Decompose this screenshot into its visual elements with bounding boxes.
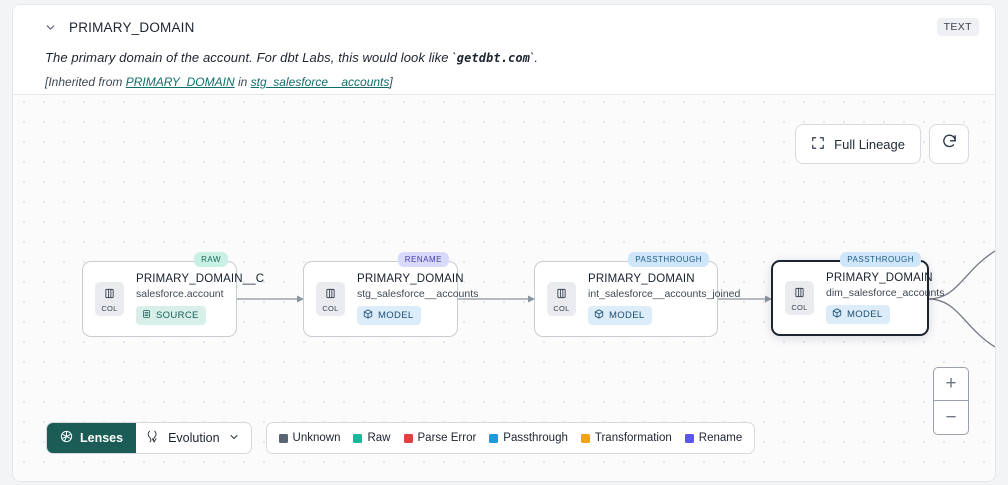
legend-item: Transformation [580, 432, 672, 444]
zoom-controls: + − [933, 367, 969, 435]
legend-label: Rename [698, 432, 743, 444]
legend-label: Raw [367, 432, 391, 444]
column-detail-card: PRIMARY_DOMAIN TEXT The primary domain o… [12, 4, 996, 482]
evolution-label: Evolution [168, 431, 220, 445]
node-kind-badge: MODEL [357, 306, 421, 325]
zoom-in-button[interactable]: + [934, 368, 968, 401]
cube-icon [594, 309, 604, 322]
column-chip: COL [547, 282, 576, 316]
lineage-legend: Unknown Raw Parse Error Passthrough [265, 422, 756, 454]
full-lineage-label: Full Lineage [834, 136, 905, 152]
status-badge: TEXT [936, 18, 979, 36]
legend-swatch [278, 433, 288, 443]
node-subtitle: stg_salesforce__accounts [357, 288, 479, 300]
legend-swatch [580, 433, 590, 443]
column-chip-label: COL [553, 303, 570, 313]
inherited-mid: in [234, 75, 251, 89]
legend-item: Passthrough [489, 432, 568, 444]
columns-icon [794, 285, 805, 303]
lenses-segmented-control: Lenses Evolution [46, 422, 252, 454]
inherited-note: [Inherited from PRIMARY_DOMAIN in stg_sa… [45, 75, 979, 89]
legend-swatch [489, 433, 499, 443]
chevron-down-icon[interactable] [41, 18, 59, 36]
node-kind-label: MODEL [378, 310, 414, 321]
columns-icon [325, 286, 336, 304]
node-type-tag: PASSTHROUGH [840, 252, 921, 267]
cube-icon [832, 308, 842, 321]
node-title: PRIMARY_DOMAIN [357, 273, 464, 285]
refresh-button[interactable] [929, 124, 969, 164]
inherited-model-link[interactable]: stg_salesforce__accounts [250, 75, 390, 89]
legend-label: Unknown [292, 432, 341, 444]
legend-swatch [353, 433, 363, 443]
chevron-down-icon [228, 431, 240, 446]
canvas-controls: Full Lineage [795, 124, 969, 164]
legend-label: Parse Error [417, 432, 477, 444]
node-title: PRIMARY_DOMAIN [588, 273, 695, 285]
node-kind-badge: MODEL [826, 305, 890, 324]
column-chip-label: COL [322, 303, 339, 313]
inherited-column-link[interactable]: PRIMARY_DOMAIN [125, 75, 235, 89]
column-chip: COL [316, 282, 345, 316]
columns-icon [104, 286, 115, 304]
node-kind-badge: MODEL [588, 306, 652, 325]
inherited-prefix: [Inherited from [45, 75, 126, 89]
lineage-canvas[interactable]: Full Lineage RAW [13, 94, 995, 481]
node-type-tag: RENAME [397, 252, 449, 267]
canvas-toolbar: Lenses Evolution [46, 422, 756, 454]
description-text: The primary domain of the account. For d… [45, 50, 457, 65]
column-description: The primary domain of the account. For d… [45, 50, 979, 65]
lenses-label: Lenses [80, 431, 124, 445]
evolution-icon [146, 429, 160, 447]
node-kind-label: SOURCE [156, 310, 199, 321]
refresh-icon [941, 133, 958, 155]
node-type-tag: PASSTHROUGH [628, 252, 709, 267]
evolution-dropdown[interactable]: Evolution [136, 423, 250, 453]
column-chip-label: COL [101, 303, 118, 313]
node-type-tag: RAW [194, 252, 228, 267]
column-chip-label: COL [791, 302, 808, 312]
inherited-suffix: ] [389, 75, 393, 89]
lineage-node[interactable]: RAW COL PRIMARY_DOMAIN__C salesforce.acc… [82, 252, 264, 337]
column-header: PRIMARY_DOMAIN TEXT The primary domain o… [13, 5, 995, 93]
legend-label: Transformation [594, 432, 672, 444]
columns-icon [556, 286, 567, 304]
description-text-end: `. [530, 50, 539, 65]
node-title: PRIMARY_DOMAIN__C [136, 273, 265, 285]
legend-swatch [684, 433, 694, 443]
expand-frame-icon [811, 136, 825, 153]
legend-item: Parse Error [403, 432, 477, 444]
column-chip: COL [95, 282, 124, 316]
full-lineage-button[interactable]: Full Lineage [795, 124, 921, 164]
aperture-icon [60, 430, 73, 446]
database-icon [142, 309, 151, 322]
legend-item: Unknown [278, 432, 341, 444]
node-kind-label: MODEL [847, 309, 883, 320]
legend-item: Raw [353, 432, 391, 444]
node-subtitle: dim_salesforce_accounts [826, 287, 945, 299]
node-subtitle: salesforce.account [136, 288, 224, 300]
lenses-button[interactable]: Lenses [47, 423, 137, 453]
column-chip: COL [785, 281, 814, 315]
node-title: PRIMARY_DOMAIN [826, 272, 933, 284]
lineage-node[interactable]: PASSTHROUGH COL PRIMARY_DOMAIN int_sales… [534, 252, 740, 337]
description-code: getdbt.com [456, 51, 530, 65]
node-kind-badge: SOURCE [136, 306, 206, 325]
node-kind-label: MODEL [609, 310, 645, 321]
page-title: PRIMARY_DOMAIN [69, 19, 195, 35]
cube-icon [363, 309, 373, 322]
node-subtitle: int_salesforce__accounts_joined [588, 288, 741, 300]
legend-swatch [403, 433, 413, 443]
lineage-node[interactable]: RENAME COL PRIMARY_DOMAIN stg_salesforce… [303, 252, 478, 337]
zoom-out-button[interactable]: − [945, 406, 957, 428]
lineage-edges [237, 250, 995, 348]
legend-label: Passthrough [503, 432, 568, 444]
legend-item: Rename [684, 432, 743, 444]
lineage-node-selected[interactable]: PASSTHROUGH COL PRIMARY_DOMAIN dim_sales… [771, 252, 944, 336]
